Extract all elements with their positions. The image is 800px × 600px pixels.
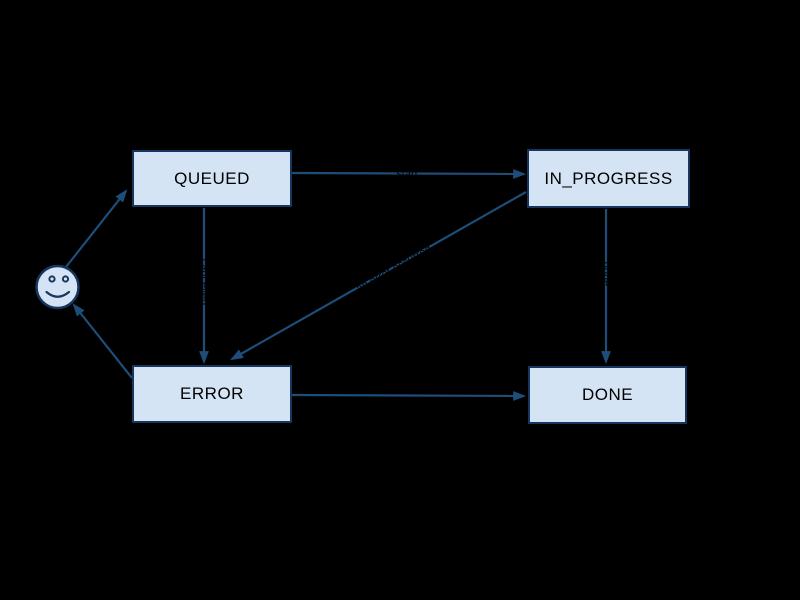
edge-label-inprogress-to-done: done: [600, 262, 612, 286]
state-label-done: DONE: [581, 385, 634, 404]
smiley-right-eye: [61, 275, 70, 283]
state-label-in-progress: IN_PROGRESS: [544, 168, 673, 188]
smiley-mouth: [45, 290, 71, 298]
state-node-in-progress: IN_PROGRESS: [527, 149, 690, 208]
smiley-head: [35, 264, 80, 310]
smiley-left-eye: [48, 275, 56, 283]
edge-inprogress-to-error: [230, 191, 527, 361]
state-node-queued: QUEUED: [132, 150, 292, 207]
edge-error-to-start: [72, 303, 133, 379]
edge-label-queued-to-error: cancelled: [198, 259, 210, 305]
state-node-error: ERROR: [132, 365, 292, 423]
smiley-face-icon: [35, 264, 80, 310]
edge-queued-to-inprogress: [291, 169, 527, 179]
edge-label-inprogress-to-error: an error occurred: [354, 243, 434, 295]
edge-error-to-done: [291, 391, 527, 401]
state-label-queued: QUEUED: [174, 168, 250, 188]
state-node-done: DONE: [528, 366, 687, 424]
state-label-error: ERROR: [180, 384, 244, 403]
edge-start-to-queued: [65, 189, 128, 268]
edge-label-queued-to-inprogress: start: [396, 168, 417, 180]
